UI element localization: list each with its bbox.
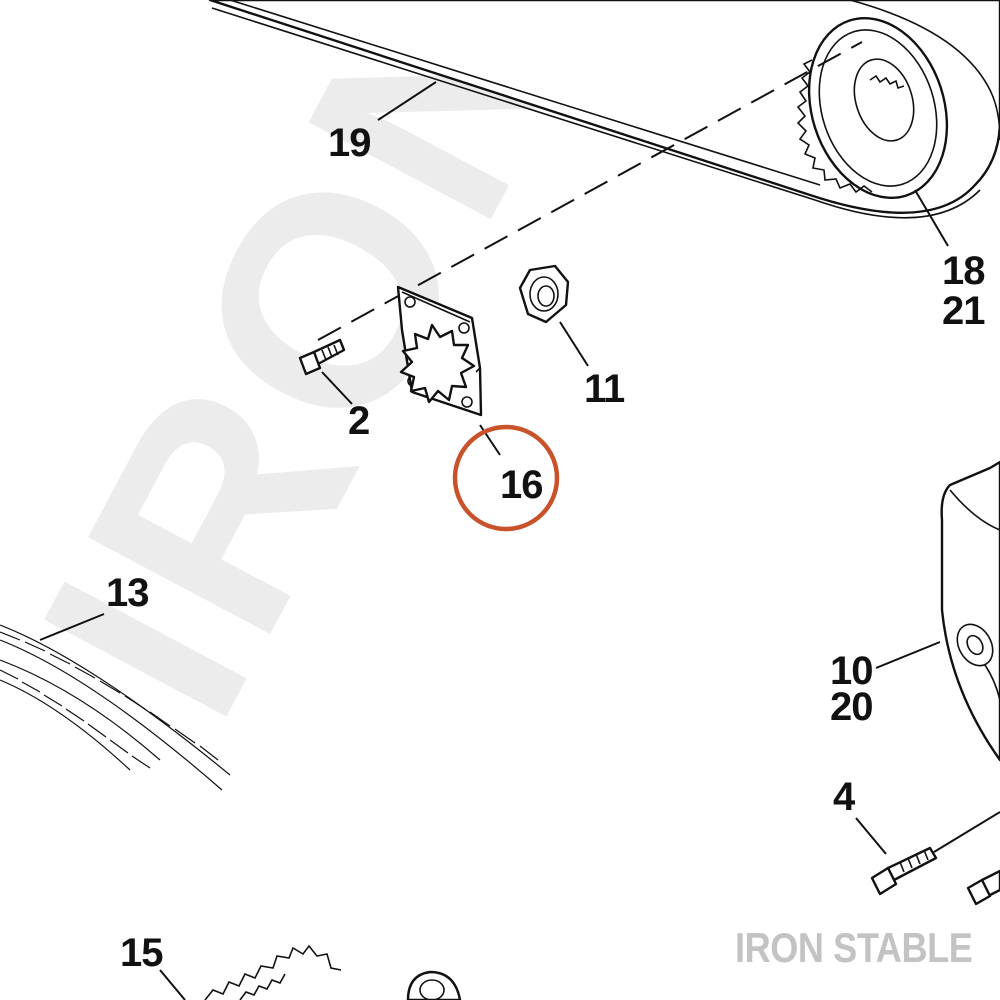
lock-plate (396, 285, 483, 417)
callout-10: 10 (830, 649, 873, 693)
drive-belt (208, 0, 1000, 219)
callout-16: 16 (500, 463, 543, 507)
leader-10 (875, 641, 941, 669)
brand-logo-text: IRON STABLE (735, 924, 973, 971)
callout-18: 18 (942, 249, 985, 293)
callout-13: 13 (106, 571, 149, 615)
highlight-ring (452, 424, 560, 532)
engine-sprocket (204, 944, 342, 1000)
leader-19 (377, 81, 437, 121)
leader-18 (914, 189, 949, 247)
roller-chain (0, 624, 231, 791)
callout-11: 11 (584, 367, 625, 411)
callout-2: 2 (348, 399, 369, 443)
bolt (298, 338, 346, 376)
leader-11 (559, 321, 589, 367)
leader-2 (321, 371, 353, 405)
callout-20: 20 (830, 685, 873, 729)
leader-13 (39, 613, 105, 641)
leader-15 (159, 969, 186, 1000)
pulley-sprocket (796, 16, 949, 200)
callout-4: 4 (833, 775, 856, 819)
spacer-bushing (406, 970, 462, 1000)
callout-21: 21 (942, 289, 985, 333)
primary-cover (940, 460, 1000, 762)
assembly-axis-line (317, 41, 863, 341)
leader-4 (855, 817, 887, 855)
hex-nut (518, 264, 570, 324)
callout-15: 15 (120, 931, 163, 975)
callout-19: 19 (328, 121, 371, 165)
socket-screw (870, 811, 1000, 906)
